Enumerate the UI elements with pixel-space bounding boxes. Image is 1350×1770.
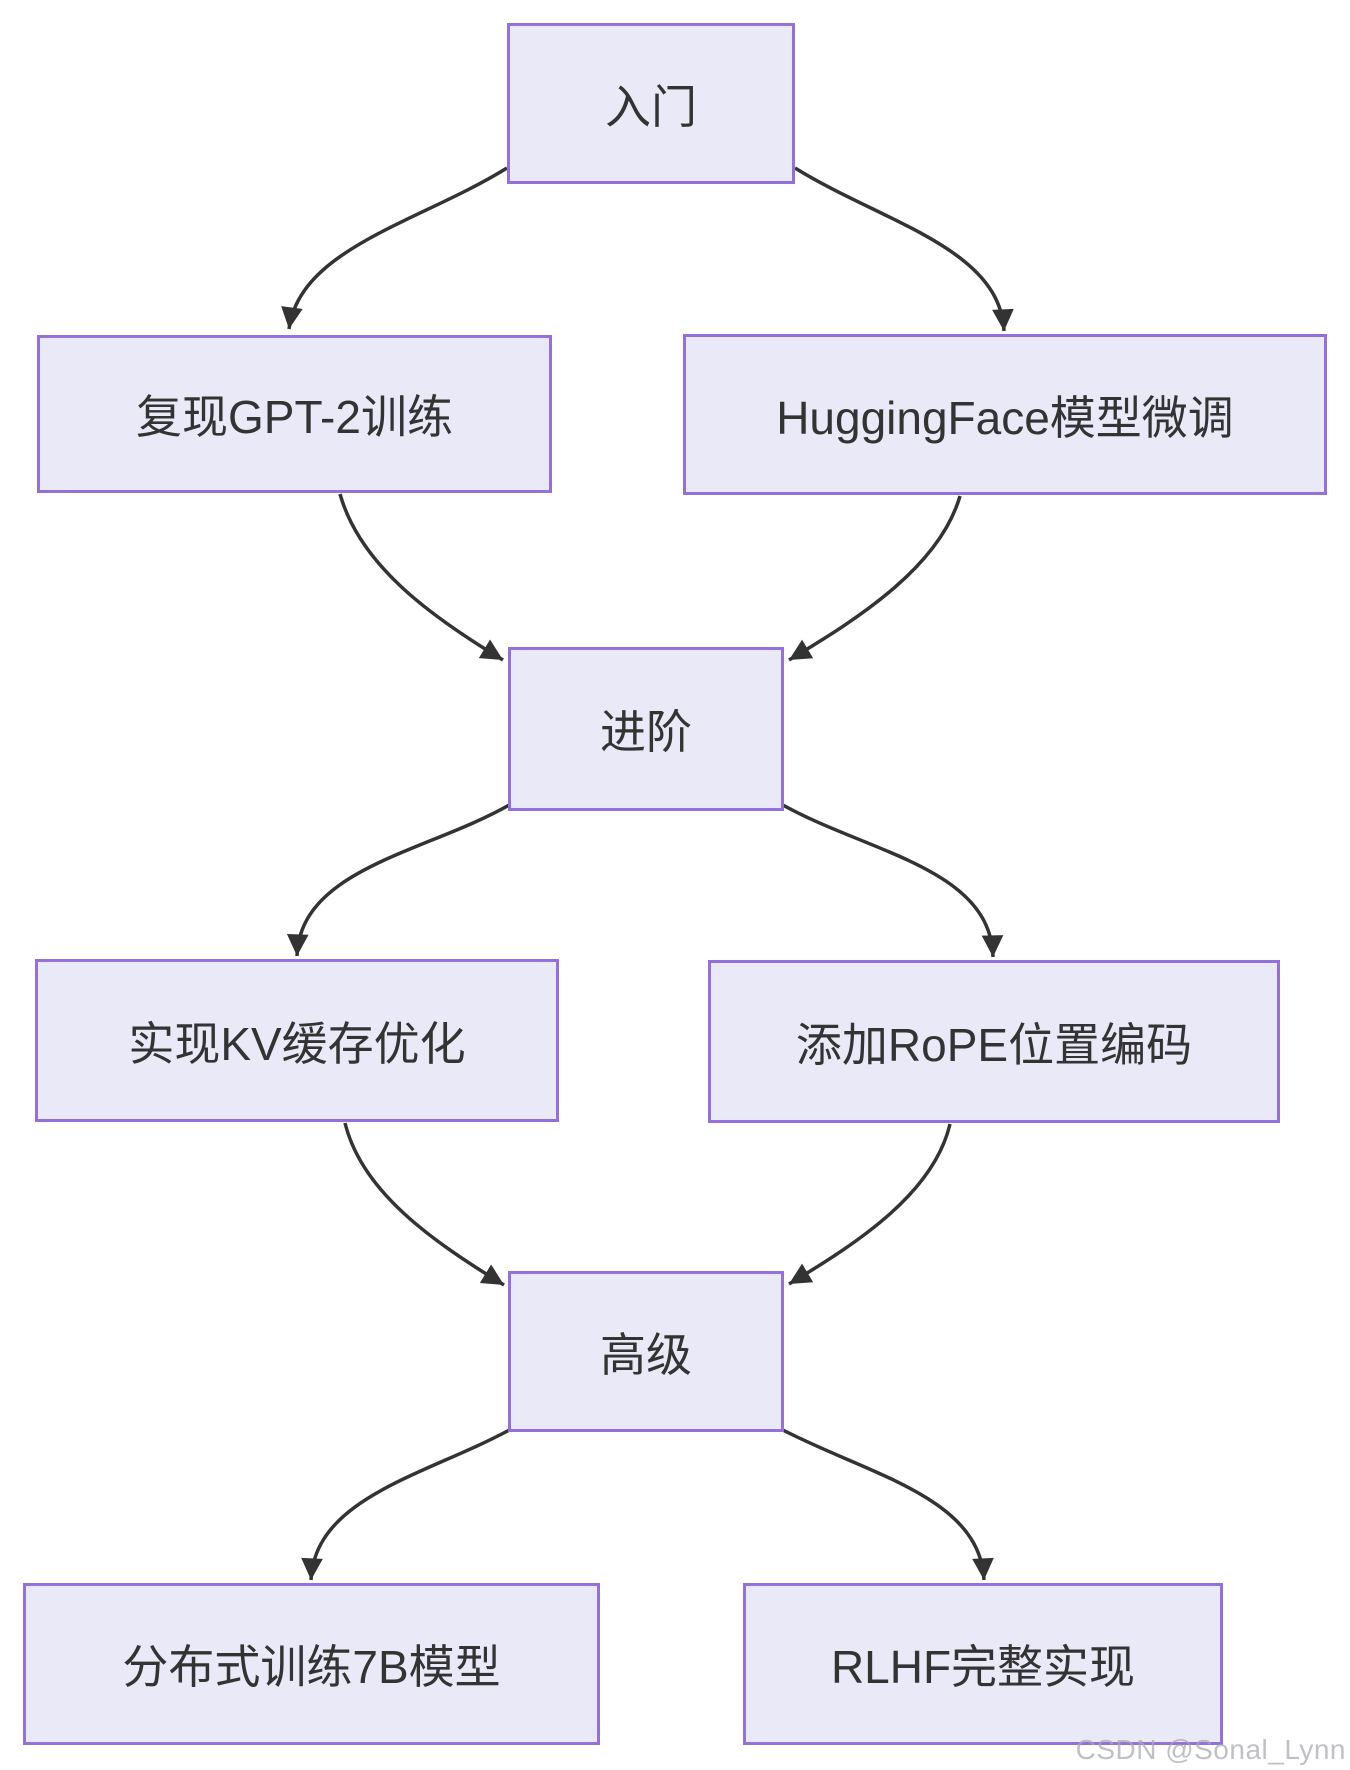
- edge-rumen-to-gpt2: [281, 166, 508, 330]
- edge-gaoji-to-dist: [301, 1426, 514, 1581]
- node-advanced: 高级: [508, 1271, 784, 1432]
- node-gpt2-training: 复现GPT-2训练: [37, 335, 552, 493]
- node-kv-cache: 实现KV缓存优化: [35, 959, 559, 1122]
- node-intermediate: 进阶: [508, 647, 784, 811]
- edge-rumen-to-hf: [794, 166, 1014, 332]
- node-distributed-7b: 分布式训练7B模型: [23, 1583, 600, 1745]
- edge-gpt2-to-jinjie: [338, 493, 504, 662]
- edge-hf-to-jinjie: [788, 495, 962, 662]
- node-hf-finetune: HuggingFace模型微调: [683, 334, 1327, 495]
- edge-jinjie-to-rope: [780, 802, 1004, 958]
- watermark: CSDN @Sonal_Lynn: [1075, 1734, 1346, 1765]
- edge-kv-to-gaoji: [343, 1122, 505, 1287]
- node-rlhf: RLHF完整实现: [743, 1583, 1223, 1745]
- node-rope-encoding: 添加RoPE位置编码: [708, 960, 1280, 1123]
- node-getting-started: 入门: [507, 23, 795, 184]
- edge-jinjie-to-kv: [286, 802, 512, 957]
- edge-rope-to-gaoji: [788, 1123, 952, 1286]
- edge-gaoji-to-rlhf: [778, 1426, 994, 1581]
